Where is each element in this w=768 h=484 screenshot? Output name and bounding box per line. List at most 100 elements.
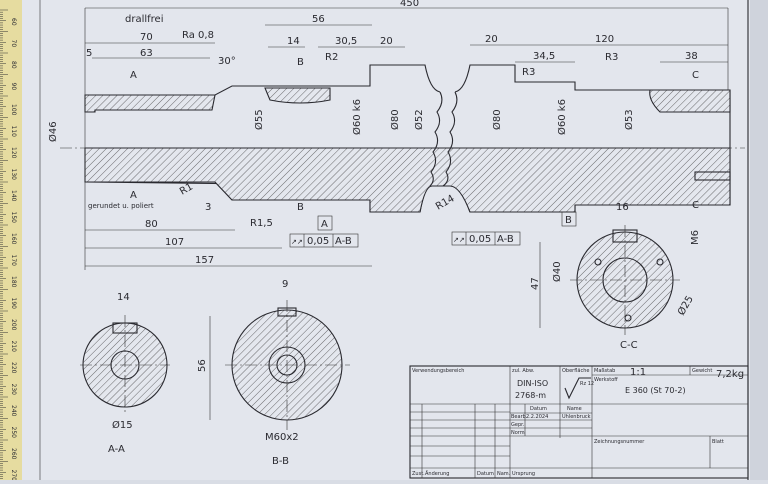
dia-60k6-right: Ø60 k6: [556, 99, 568, 135]
section-mark-a: A: [130, 70, 137, 81]
ruler-label: 80: [10, 61, 17, 69]
ruler-label: 180: [10, 276, 17, 288]
note-polished: gerundet u. poliert: [88, 202, 154, 210]
svg-text:Verwendungsbereich: Verwendungsbereich: [412, 368, 464, 374]
datum-b: B: [561, 211, 577, 227]
dia-55: Ø55: [253, 109, 265, 130]
svg-text:Ursprung: Ursprung: [512, 471, 535, 477]
svg-text:Gewicht: Gewicht: [692, 368, 712, 374]
svg-text:Datum: Datum: [530, 406, 547, 412]
svg-text:Bearb.: Bearb.: [511, 414, 528, 420]
svg-text:B: B: [565, 215, 572, 226]
svg-text:Nam.: Nam.: [497, 471, 511, 477]
dim-70: 70: [140, 32, 153, 43]
svg-text:Name: Name: [567, 406, 582, 412]
svg-text:Zust.: Zust.: [412, 471, 425, 477]
tolerance-frame-2: ↗↗ 0,05 A-B: [451, 231, 521, 246]
radius-r1-5: R1,5: [250, 218, 273, 229]
ruler-label: 110: [10, 126, 17, 138]
svg-text:9: 9: [282, 279, 288, 290]
svg-text:47: 47: [530, 277, 541, 290]
dim-angle: 30°: [218, 56, 236, 67]
ruler-label: 100: [10, 104, 17, 116]
radius-r3-2: R3: [605, 52, 618, 63]
note-roughness: Ra 0,8: [182, 30, 214, 41]
ruler-label: 70: [10, 40, 17, 48]
ruler-label: 250: [10, 427, 17, 439]
svg-text:0,05: 0,05: [469, 234, 491, 245]
dim-30-5: 30,5: [335, 36, 357, 47]
svg-text:B-B: B-B: [272, 456, 289, 467]
dim-14: 14: [287, 36, 300, 47]
note-drallfrei: drallfrei: [125, 14, 164, 25]
svg-text:Werkstoff: Werkstoff: [594, 377, 618, 383]
dim-120: 120: [595, 34, 614, 45]
section-a-a: 14 Ø15 A-A: [80, 292, 170, 455]
svg-text:↗↗: ↗↗: [453, 236, 465, 244]
ruler-label: 90: [10, 83, 17, 91]
svg-text:Oberfläche: Oberfläche: [562, 368, 589, 374]
svg-text:1:1: 1:1: [630, 367, 646, 378]
svg-text:56: 56: [197, 359, 208, 372]
title-block: [409, 365, 749, 479]
dim-chamfer: 3: [205, 202, 211, 213]
svg-text:A-B: A-B: [335, 236, 352, 247]
svg-text:M6: M6: [690, 230, 701, 245]
ruler-label: 270: [10, 470, 17, 481]
dim-20: 20: [380, 36, 393, 47]
svg-text:Rz 12: Rz 12: [580, 381, 594, 387]
ruler-label: 170: [10, 255, 17, 267]
dim-450: 450: [400, 0, 419, 9]
ruler-label: 230: [10, 384, 17, 396]
svg-text:2768-m: 2768-m: [515, 391, 546, 400]
svg-text:↗↗: ↗↗: [291, 238, 303, 246]
dim-63: 63: [140, 48, 153, 59]
dim-157: 157: [195, 255, 214, 266]
svg-text:Norm: Norm: [511, 430, 525, 436]
dia-80-right: Ø80: [491, 109, 503, 130]
dim-20-right: 20: [485, 34, 498, 45]
svg-text:0,05: 0,05: [307, 236, 329, 247]
svg-text:C-C: C-C: [620, 340, 638, 351]
section-b-b: 9 56 M60x2 B-B: [197, 279, 350, 467]
ruler-label: 260: [10, 448, 17, 460]
svg-text:Ø40: Ø40: [551, 261, 563, 282]
datum-a: A: [317, 215, 333, 231]
section-mark-c-bottom: C: [692, 200, 699, 211]
dim-34-5: 34,5: [533, 51, 555, 62]
ruler-label: 120: [10, 147, 17, 159]
shaft-view: [84, 64, 731, 213]
ruler-label: 190: [10, 298, 17, 310]
dia-60k6: Ø60 k6: [351, 99, 363, 135]
svg-text:Änderung: Änderung: [425, 470, 449, 477]
ruler-label: 210: [10, 341, 17, 353]
section-mark-b: B: [297, 57, 304, 68]
svg-text:2.2.2024: 2.2.2024: [526, 414, 548, 420]
dia-80: Ø80: [389, 109, 401, 130]
dia-53: Ø53: [623, 109, 635, 130]
title-block-text: Verwendungsbereich zul. Abw. DIN-ISO 276…: [412, 367, 744, 477]
section-mark-c: C: [692, 70, 699, 81]
svg-text:Datum: Datum: [477, 471, 494, 477]
svg-text:Uhlenbruck: Uhlenbruck: [562, 414, 591, 420]
section-mark-b-bottom: B: [297, 202, 304, 213]
ruler-label: 200: [10, 319, 17, 331]
dim-56: 56: [312, 14, 325, 25]
svg-text:A-B: A-B: [497, 234, 514, 245]
radius-r2: R2: [325, 52, 338, 63]
svg-text:Blatt: Blatt: [712, 439, 724, 445]
ruler-label: 140: [10, 190, 17, 202]
svg-text:Gepr.: Gepr.: [511, 422, 525, 428]
radius-r3: R3: [522, 67, 535, 78]
dim-38: 38: [685, 51, 698, 62]
dia-52: Ø52: [413, 109, 425, 130]
svg-text:Maßstab: Maßstab: [594, 368, 615, 374]
ruler-label: 60: [10, 18, 17, 26]
dim-5: 5: [86, 48, 92, 59]
svg-text:16: 16: [616, 202, 629, 213]
svg-text:A: A: [321, 219, 328, 230]
ruler: 6070809010011012013014015016017018019020…: [0, 0, 22, 481]
ruler-label: 160: [10, 233, 17, 245]
